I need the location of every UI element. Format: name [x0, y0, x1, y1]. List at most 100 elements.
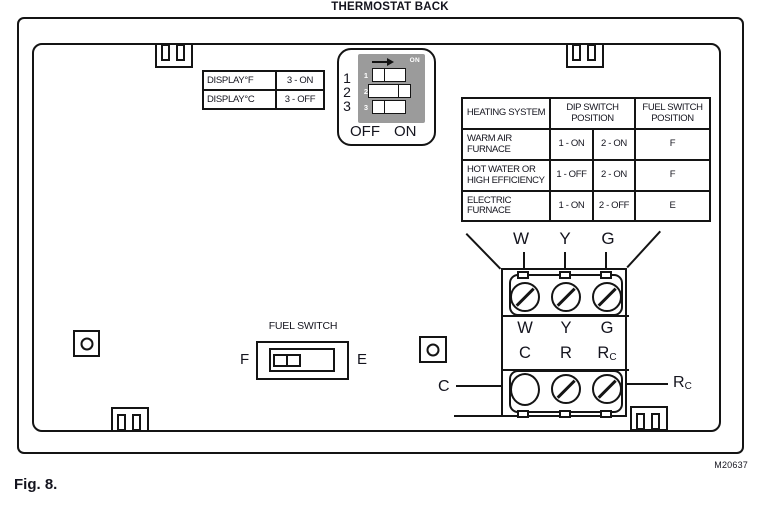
dip-switch-3[interactable] — [371, 99, 406, 114]
tab-slot — [132, 414, 141, 431]
fuel-setting: F — [634, 159, 711, 192]
dip1-setting: 1 - ON — [549, 128, 594, 161]
screw-slot-icon — [597, 379, 617, 399]
on-direction-arrow-icon — [372, 61, 388, 63]
tab-slot — [176, 44, 185, 61]
screw-slot-icon — [556, 379, 576, 399]
dip-on-label: ON — [394, 123, 417, 140]
table-header-row: HEATING SYSTEM DIP SWITCH POSITION FUEL … — [461, 97, 711, 130]
terminal-screw-rc[interactable] — [592, 374, 622, 404]
tab-slot — [161, 44, 170, 61]
hole-circle — [80, 337, 93, 350]
table-row: WARM AIR FURNACE 1 - ON 2 - ON F — [461, 128, 711, 161]
system-name: WARM AIR FURNACE — [461, 128, 551, 161]
housing-notch — [559, 410, 571, 418]
tab-slot — [651, 413, 660, 430]
on-direction-arrow-icon — [387, 58, 394, 66]
mounting-hole-right — [419, 336, 447, 363]
heating-system-table: HEATING SYSTEM DIP SWITCH POSITION FUEL … — [461, 97, 711, 222]
mounting-tab-bottom-right — [630, 406, 668, 431]
tab-slot — [117, 414, 126, 431]
terminal-screw-c[interactable] — [510, 373, 540, 406]
tab-slot — [572, 44, 581, 61]
hole-circle — [426, 343, 440, 356]
terminal-label-c: C — [519, 344, 531, 362]
system-name: ELECTRIC FURNACE — [461, 190, 551, 222]
tab-slot — [636, 413, 645, 430]
rc-sub: C — [609, 352, 617, 363]
system-name: HOT WATER OR HIGH EFFICIENCY — [461, 159, 551, 192]
mounting-tab-top-right — [566, 43, 604, 68]
terminal-label-y: Y — [560, 319, 572, 337]
table-row: DISPLAY°F 3 - ON — [202, 70, 325, 91]
dip2-setting: 2 - OFF — [592, 190, 636, 222]
housing-notch — [600, 271, 612, 279]
dip-switch-2[interactable] — [368, 83, 411, 98]
fuel-switch-label: FUEL SWITCH — [268, 320, 338, 332]
dip-number-1: 1 — [343, 70, 351, 86]
fuel-switch[interactable] — [256, 341, 349, 380]
dip-switch-1-slider[interactable] — [371, 67, 385, 82]
terminal-block: W Y G C R RC — [501, 268, 629, 418]
mounting-tab-top-left — [155, 43, 193, 68]
lead-line-g — [605, 252, 607, 270]
terminal-label-rc: RC — [597, 344, 616, 363]
screw-slot-icon — [515, 287, 535, 307]
wire-label-g: G — [601, 229, 615, 248]
table-row: HOT WATER OR HIGH EFFICIENCY 1 - OFF 2 -… — [461, 159, 711, 192]
housing-notch — [600, 410, 612, 418]
table-row: ELECTRIC FURNACE 1 - ON 2 - OFF E — [461, 190, 711, 222]
display-c-value: 3 - OFF — [275, 89, 325, 110]
dip-off-label: OFF — [350, 123, 380, 140]
slider-divider — [286, 355, 288, 365]
display-f-label: DISPLAY°F — [202, 70, 277, 91]
display-f-value: 3 - ON — [275, 70, 325, 91]
dip-row-numbers: 1 2 3 — [341, 71, 353, 113]
terminal-label-r: R — [560, 344, 572, 362]
dip-switch-3-slider[interactable] — [371, 99, 385, 114]
lead-line-c — [456, 385, 501, 387]
dip2-setting: 2 - ON — [592, 159, 636, 192]
dip-number-2: 2 — [343, 84, 351, 100]
dip-mini-number-1: 1 — [363, 71, 369, 80]
terminal-screw-y[interactable] — [551, 282, 581, 312]
drawing-number: M20637 — [714, 460, 748, 470]
dip-switch-2-slider[interactable] — [397, 83, 411, 98]
fuel-f-label: F — [240, 351, 250, 368]
dip-panel-on-label: ON — [409, 57, 420, 64]
fuel-setting: E — [634, 190, 711, 222]
figure-caption: Fig. 8. — [14, 476, 58, 493]
col-heating-system: HEATING SYSTEM — [461, 97, 551, 130]
dip2-setting: 2 - ON — [592, 128, 636, 161]
tab-slot — [587, 44, 596, 61]
baseplate-edge-line — [454, 415, 502, 417]
dip1-setting: 1 - ON — [549, 190, 594, 222]
mounting-tab-bottom-left — [111, 407, 149, 432]
dip-switch-block: 1 2 3 ON 1 2 3 OFF ON — [337, 48, 436, 146]
terminal-screw-r[interactable] — [551, 374, 581, 404]
fuel-switch-slider[interactable] — [273, 353, 301, 367]
lead-line-w — [523, 252, 525, 270]
terminal-label-w: W — [517, 319, 533, 337]
wire-label-w: W — [512, 229, 530, 248]
dip-switch-1[interactable] — [371, 67, 406, 82]
housing-notch — [559, 271, 571, 279]
terminal-label-g: G — [600, 319, 614, 337]
screw-slot-icon — [597, 287, 617, 307]
lead-line-y — [564, 252, 566, 270]
dip-mini-number-2: 2 — [363, 87, 369, 96]
figure-title: THERMOSTAT BACK — [331, 1, 449, 13]
fuel-e-label: E — [357, 351, 368, 368]
col-fuel-switch-position: FUEL SWITCH POSITION — [634, 97, 711, 130]
fuel-switch-track[interactable] — [269, 348, 335, 372]
display-c-label: DISPLAY°C — [202, 89, 277, 110]
terminal-screw-g[interactable] — [592, 282, 622, 312]
rc-sub: C — [684, 381, 692, 392]
dip-number-3: 3 — [343, 98, 351, 114]
rc-main: R — [597, 344, 610, 362]
dip-switch-panel: ON 1 2 3 — [358, 54, 425, 123]
lead-label-c: C — [438, 378, 450, 395]
terminal-screw-w[interactable] — [510, 282, 540, 312]
screw-slot-icon — [556, 287, 576, 307]
